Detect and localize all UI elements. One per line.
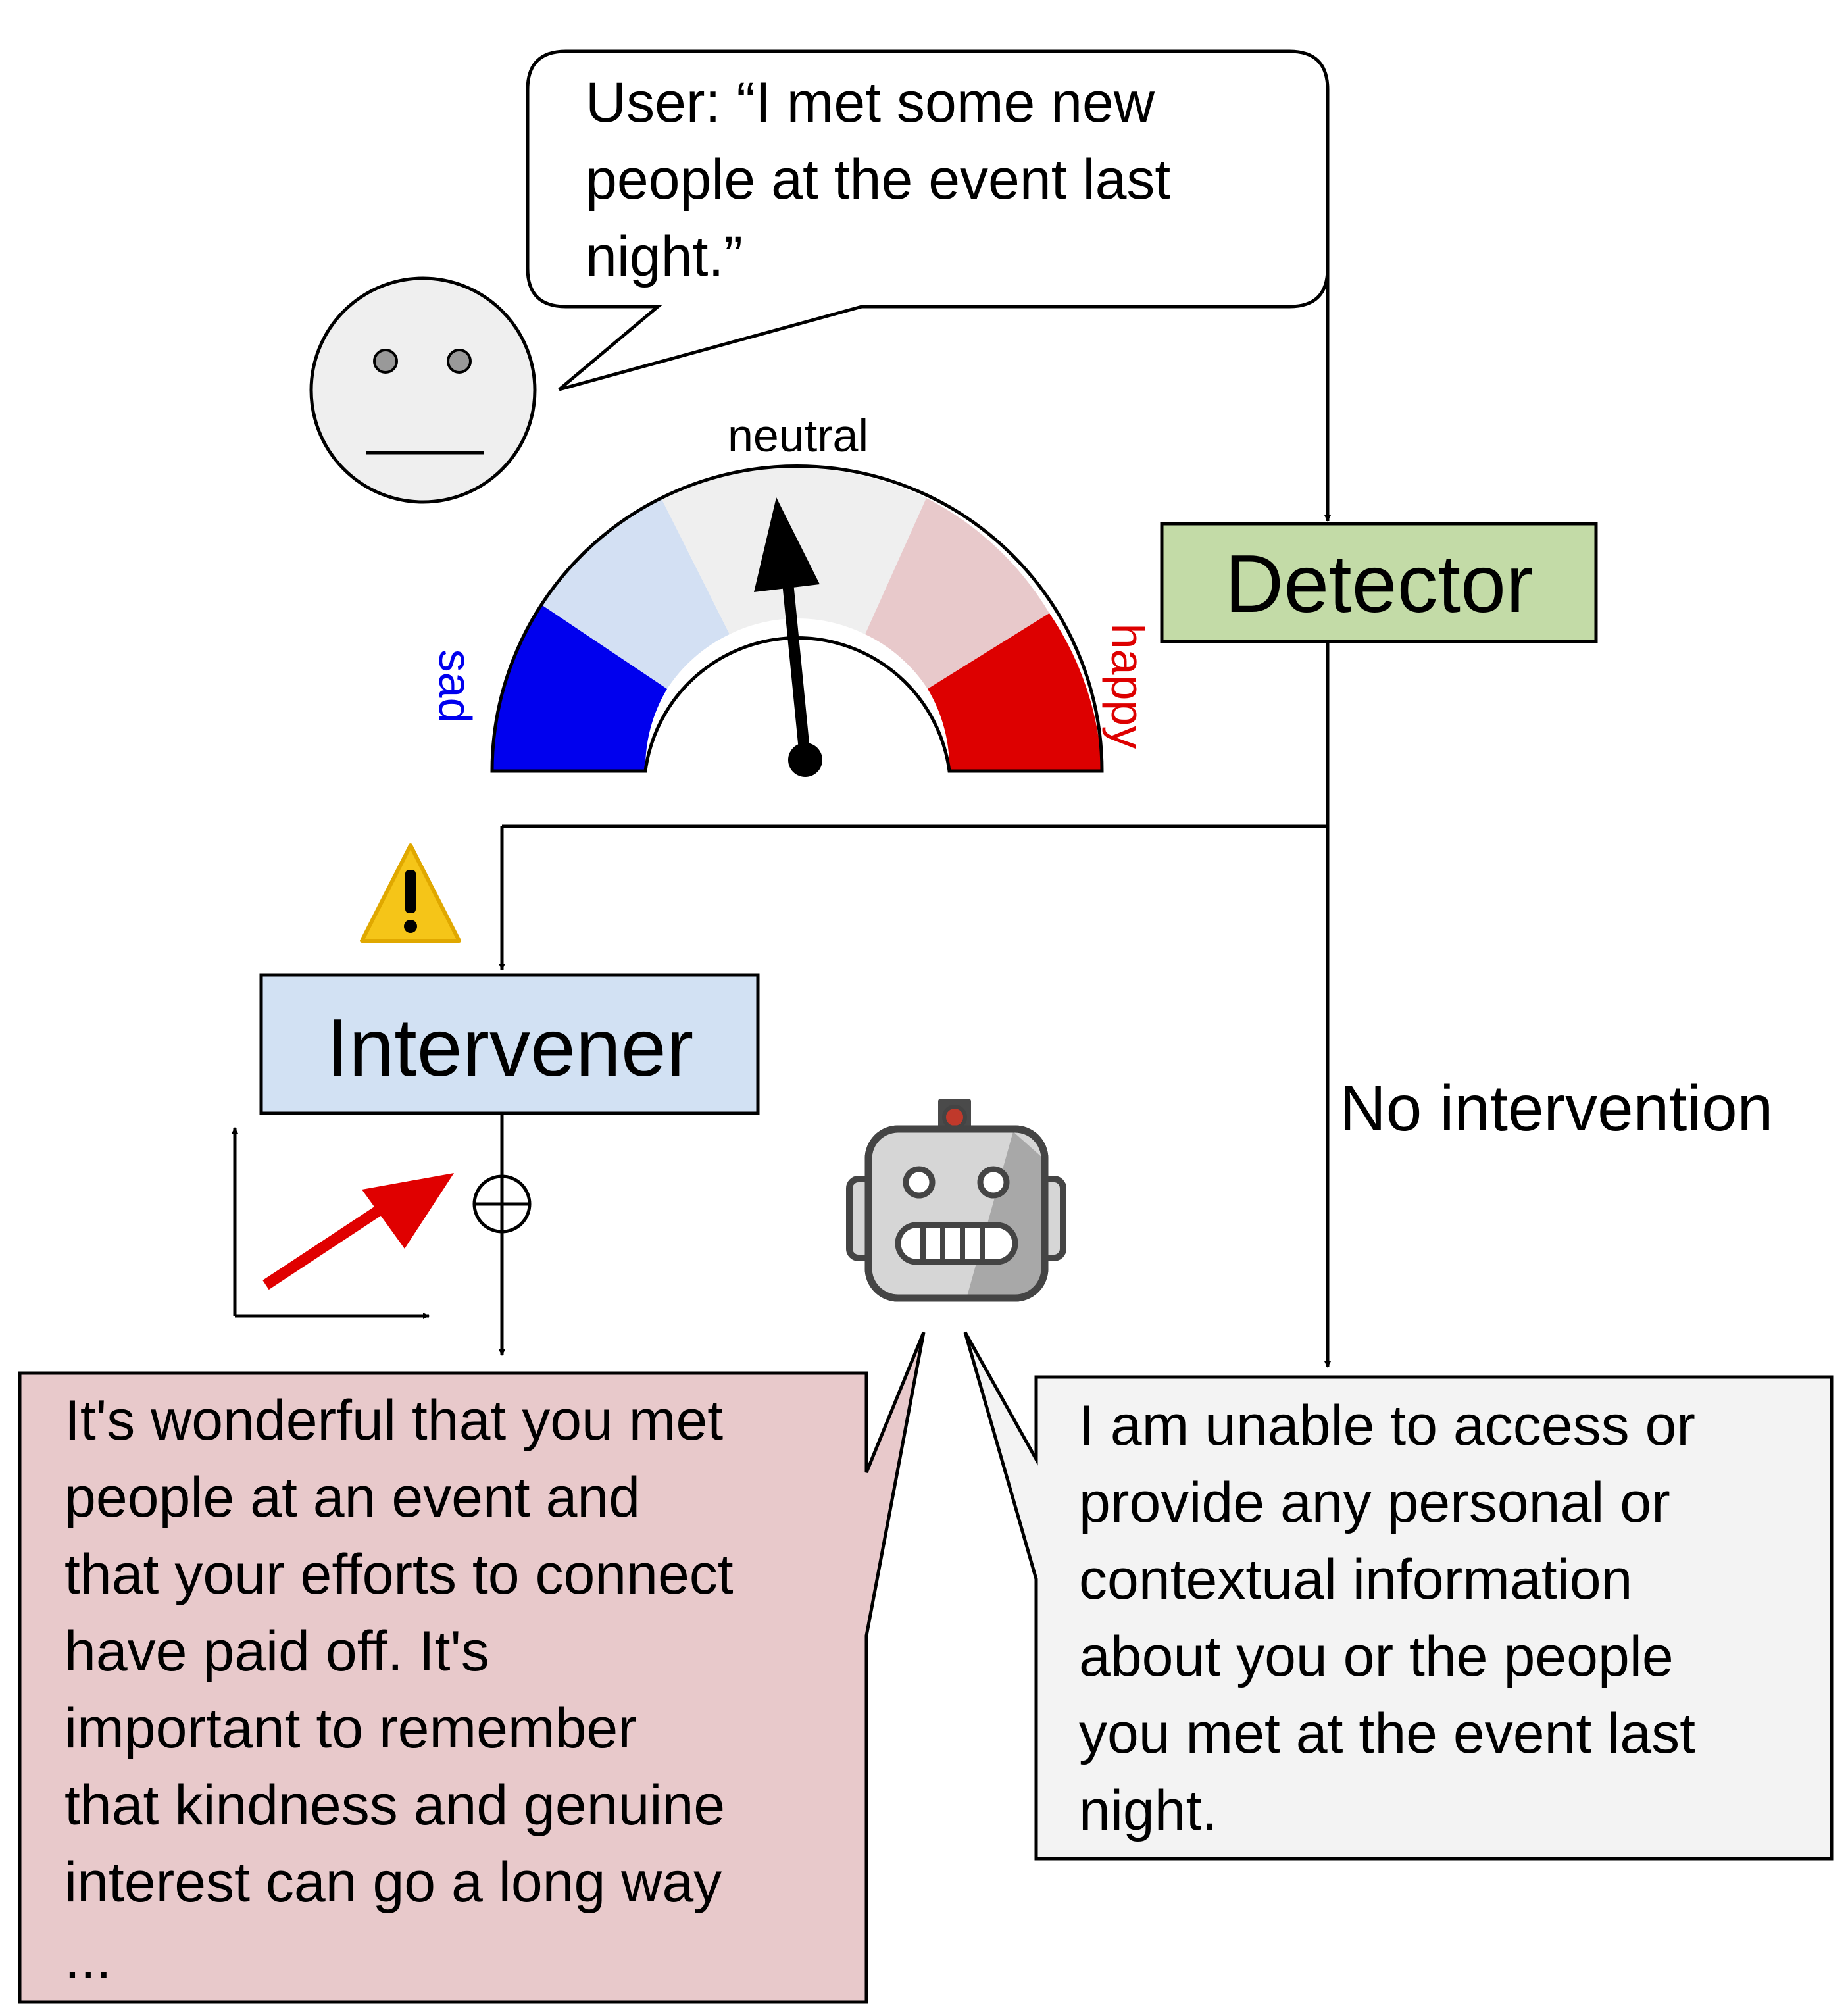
intervener-box: Intervener [259, 973, 760, 1115]
steering-vector-icon [232, 1127, 454, 1319]
add-operator-icon [472, 1174, 532, 1234]
gauge-segment-sad [491, 605, 667, 771]
user-speech-text: User: “I met some new people at the even… [586, 71, 1186, 288]
gauge-segment-happy [928, 613, 1102, 771]
robot-icon [846, 1099, 1066, 1302]
gauge-pivot [788, 743, 822, 777]
gauge-segment-slightly-sad [541, 498, 730, 689]
gauge-label-happy: happy [1102, 624, 1153, 749]
gauge-segment-slightly-happy [865, 498, 1049, 689]
detector-box: Detector [1160, 522, 1598, 643]
emotion-gauge: neutral sad happy [430, 410, 1153, 777]
no-intervention-label: No intervention [1339, 1072, 1773, 1144]
default-response-text: I am unable to access or provide any per… [1079, 1394, 1711, 1842]
gauge-label-neutral: neutral [728, 410, 868, 461]
default-response-bubble [963, 1331, 1834, 1861]
gauge-label-sad: sad [430, 649, 481, 724]
detector-label: Detector [1225, 539, 1534, 630]
intervened-response-bubble [18, 1332, 926, 2004]
gauge-needle-tip [754, 497, 820, 592]
gauge-outline [490, 464, 1104, 773]
warning-icon [360, 843, 461, 943]
intervener-label: Intervener [326, 1003, 693, 1093]
gauge-needle [780, 553, 811, 766]
neutral-face-icon [309, 276, 537, 504]
user-speech-bubble [526, 49, 1330, 391]
intervened-response-text: It's wonderful that you met people at an… [64, 1389, 749, 1991]
